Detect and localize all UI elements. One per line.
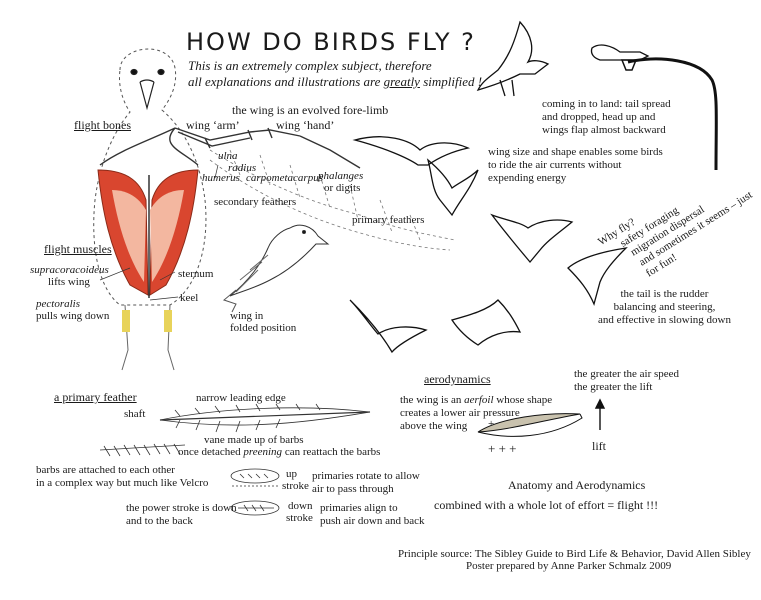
plus-top-sign: + bbox=[488, 418, 495, 430]
anatomy-aero-label: Anatomy and Aerodynamics bbox=[508, 478, 646, 492]
ulna-label: ulna bbox=[218, 150, 238, 162]
up-stroke-label: stroke bbox=[282, 480, 309, 492]
down-label: down bbox=[288, 500, 313, 512]
vane-label: vane made up of barbs bbox=[204, 434, 304, 446]
page-title: HOW DO BIRDS FLY ? bbox=[186, 28, 476, 56]
flight-bones-heading: flight bones bbox=[74, 118, 131, 132]
bird-legs-drawing bbox=[121, 304, 175, 371]
sternum-label: sternum bbox=[178, 268, 214, 280]
primary-feathers-label: primary feathers bbox=[352, 214, 425, 226]
subtitle-line-2: all explanations and illustrations are g… bbox=[188, 74, 483, 89]
subtitle-line-1: This is an extremely complex subject, th… bbox=[188, 58, 432, 73]
aerofoil-drawing bbox=[477, 413, 583, 437]
wing-feathers-outline bbox=[209, 149, 456, 251]
wing-hand-label: wing ‘hand’ bbox=[276, 118, 335, 132]
combined-effort-label: combined with a whole lot of effort = fl… bbox=[434, 498, 659, 512]
lifts-wing-label: lifts wing bbox=[48, 276, 90, 288]
rotate-note: primaries rotate to allow air to pass th… bbox=[312, 470, 420, 495]
align-note: primaries align to push air down and bac… bbox=[320, 502, 425, 527]
aerofoil-note: the wing is an aerfoil whose shape creat… bbox=[400, 394, 553, 432]
wing-shape-note: wing size and shape enables some birds t… bbox=[488, 146, 663, 184]
primary-feather-heading: a primary feather bbox=[54, 390, 137, 404]
bird-perched-drawing bbox=[590, 44, 650, 61]
folded-wing-bird-drawing bbox=[222, 224, 330, 313]
wing-in-label: wing in bbox=[230, 310, 264, 322]
bird-soaring-3 bbox=[490, 213, 574, 264]
phalanges-label: phalanges bbox=[318, 170, 364, 182]
bird-soaring-1 bbox=[352, 136, 471, 166]
folded-position-label: folded position bbox=[230, 322, 297, 334]
bird-soaring-2 bbox=[426, 158, 479, 217]
preening-label: once detached preening can reattach the … bbox=[178, 446, 381, 458]
carpometacarpus-label: carpometacarpus bbox=[246, 172, 323, 184]
velcro-note: barbs are attached to each other in a co… bbox=[36, 464, 209, 489]
pulls-wing-label: pulls wing down bbox=[36, 310, 110, 322]
bird-soaring-4 bbox=[567, 247, 628, 306]
pectoralis-label: pectoralis bbox=[36, 298, 80, 310]
flying-birds-drawings bbox=[349, 20, 718, 354]
bird-landing-drawing bbox=[476, 20, 550, 92]
label-leader-lines bbox=[99, 164, 219, 301]
secondary-feathers-label: secondary feathers bbox=[214, 196, 297, 208]
shaft-label: shaft bbox=[124, 408, 146, 420]
bird-head-drawing bbox=[130, 68, 165, 111]
plus-bottom-signs: + + + bbox=[488, 441, 517, 456]
lamp-post-drawing bbox=[627, 57, 718, 171]
air-speed-note: the greater the air speed the greater th… bbox=[574, 368, 680, 393]
bird-soaring-5 bbox=[349, 299, 428, 354]
wing-arm-label: wing ‘arm’ bbox=[186, 118, 240, 132]
supracoracoideus-label: supracoracoideus bbox=[30, 264, 109, 276]
bird-front-view-drawing bbox=[93, 48, 207, 306]
landing-note: coming in to land: tail spread and dropp… bbox=[542, 98, 671, 136]
flight-muscles-heading: flight muscles bbox=[44, 242, 112, 256]
poster-credit: Poster prepared by Anne Parker Schmalz 2… bbox=[466, 560, 672, 572]
tail-note: the tail is the rudder balancing and ste… bbox=[598, 288, 731, 326]
aerodynamics-heading: aerodynamics bbox=[424, 372, 491, 386]
lift-arrow bbox=[594, 398, 606, 430]
primary-feather-drawing bbox=[159, 403, 371, 433]
wing-bones-drawing bbox=[99, 127, 361, 169]
humerus-label: humerus bbox=[202, 172, 240, 184]
wingbeat-up-drawing bbox=[230, 468, 280, 487]
barbs-detail-drawing bbox=[99, 443, 186, 457]
page-subtitle: This is an extremely complex subject, th… bbox=[188, 58, 488, 90]
flight-muscles-drawing bbox=[97, 169, 199, 298]
evolved-forelimb-label: the wing is an evolved fore-limb bbox=[232, 103, 389, 117]
source-credit: Principle source: The Sibley Guide to Bi… bbox=[398, 548, 751, 560]
digits-label: or digits bbox=[324, 182, 361, 194]
wingbeat-down-drawing bbox=[230, 500, 280, 516]
keel-label: keel bbox=[180, 292, 199, 304]
power-stroke-note: the power stroke is down and to the back bbox=[126, 502, 237, 527]
lift-label: lift bbox=[592, 439, 606, 453]
radius-label: radius bbox=[228, 162, 257, 174]
up-label: up bbox=[286, 468, 297, 480]
bird-soaring-6 bbox=[450, 299, 522, 346]
down-stroke-label: stroke bbox=[286, 512, 313, 524]
leading-edge-label: narrow leading edge bbox=[196, 392, 286, 404]
